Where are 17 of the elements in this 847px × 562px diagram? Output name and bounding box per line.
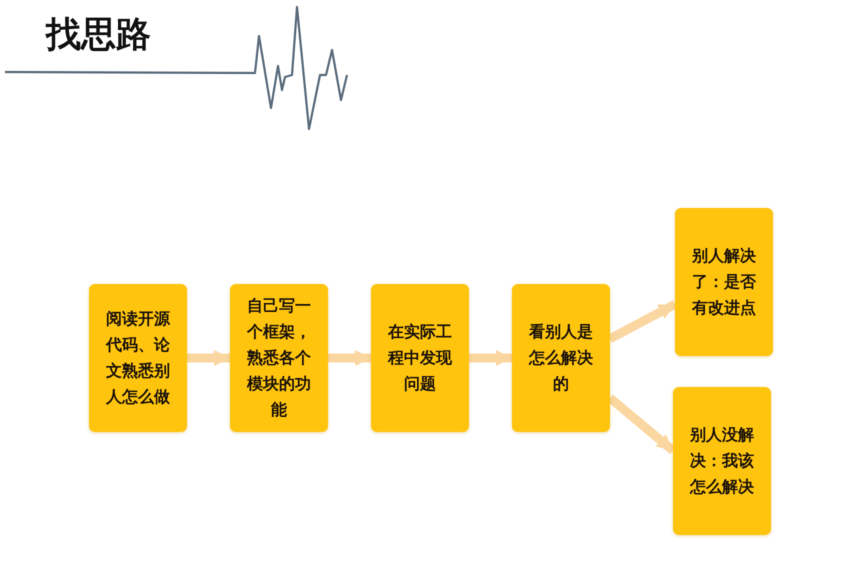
process-box	[230, 284, 328, 432]
arrow	[187, 350, 230, 366]
step-text: 别人没解决：我该怎么解决	[688, 424, 755, 498]
title: 找思路	[46, 14, 151, 56]
step-text: 在实际工程中发现问题	[386, 321, 453, 395]
step-text: 别人解决了：是否有改进点	[690, 245, 757, 319]
process-box	[675, 208, 773, 356]
step-text: 自己写一个框架，熟悉各个模块的功能	[246, 295, 312, 421]
arrow	[608, 300, 678, 343]
process-box	[89, 284, 187, 432]
arrow	[328, 350, 371, 366]
process-box	[673, 387, 771, 535]
step-text: 阅读开源代码、论文熟悉别人怎么做	[104, 308, 172, 408]
process-box	[371, 284, 469, 432]
arrow	[469, 350, 512, 366]
step-text: 看别人是怎么解决的	[528, 321, 594, 395]
process-box	[512, 284, 610, 432]
